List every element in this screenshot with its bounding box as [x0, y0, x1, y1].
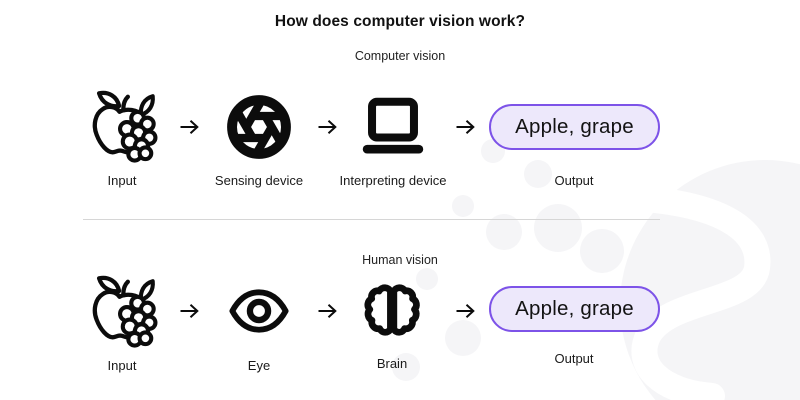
- arrow-right-icon: [180, 304, 199, 318]
- output-pill: Apple, grape: [489, 104, 660, 150]
- arrow-right-icon: [318, 304, 337, 318]
- brain-icon: [364, 284, 420, 336]
- step-label-output: Output: [554, 351, 594, 366]
- arrow-right-icon: [456, 304, 475, 318]
- section-heading-human-vision: Human vision: [362, 253, 438, 267]
- step-label-input: Input: [107, 173, 137, 188]
- aperture-icon: [227, 95, 291, 159]
- fruit-icon: [92, 90, 158, 163]
- step-label-brain: Brain: [376, 356, 408, 371]
- arrow-right-icon: [456, 120, 475, 134]
- step-label-input: Input: [107, 358, 137, 373]
- step-label-sensing-device: Sensing device: [214, 173, 304, 188]
- arrow-right-icon: [318, 120, 337, 134]
- watermark-logo: [392, 139, 800, 400]
- laptop-icon: [362, 97, 424, 154]
- output-pill-text: Apple, grape: [515, 297, 634, 320]
- output-pill: Apple, grape: [489, 286, 660, 332]
- step-label-eye: Eye: [247, 358, 271, 373]
- fruit-icon: [92, 275, 158, 348]
- step-label-output: Output: [554, 173, 594, 188]
- page-title: How does computer vision work?: [274, 13, 526, 30]
- section-divider: [83, 219, 660, 220]
- eye-icon: [229, 289, 289, 333]
- arrow-right-icon: [180, 120, 199, 134]
- section-heading-computer-vision: Computer vision: [354, 49, 446, 63]
- step-label-interpreting-device: Interpreting device: [339, 173, 447, 188]
- output-pill-text: Apple, grape: [515, 115, 634, 138]
